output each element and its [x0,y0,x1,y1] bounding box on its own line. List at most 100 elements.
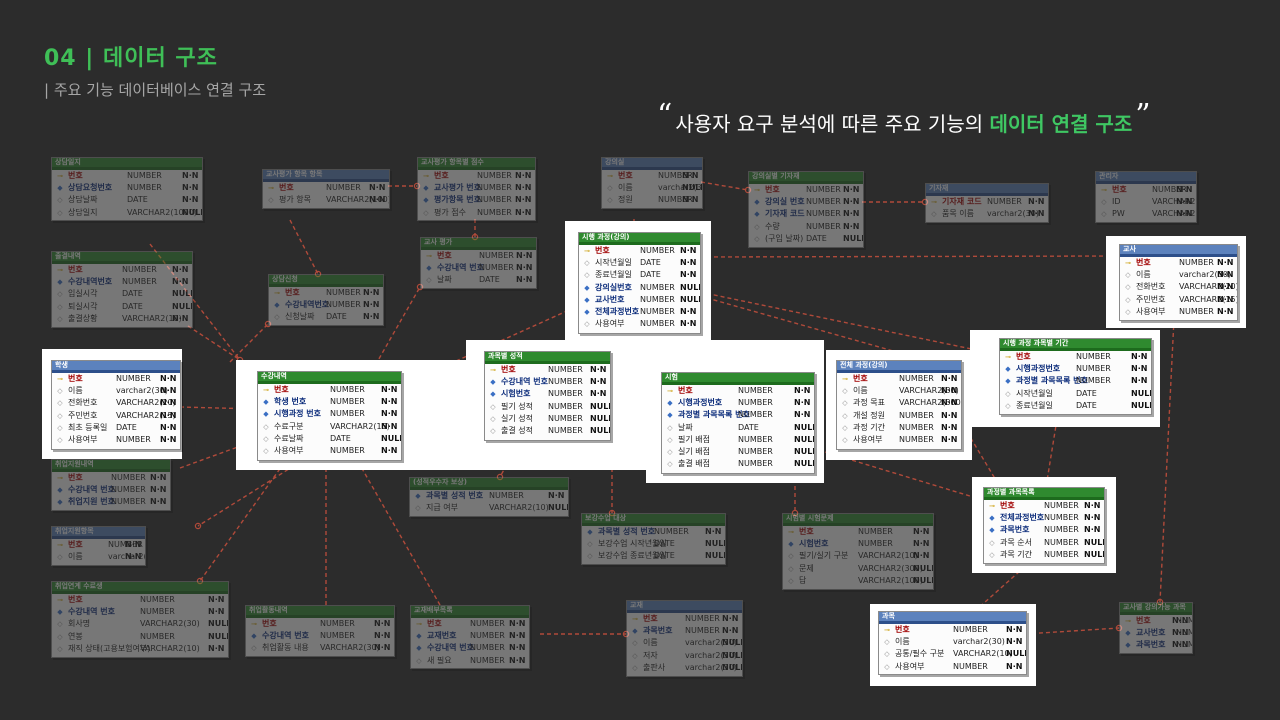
column-name: 출판사 [643,662,666,672]
table-teacher-subject[interactable]: 교사별 강의가능 과목⊸번호NUMBERN·N◆교사번호NUMBERN·N◆과목… [1119,602,1193,654]
column-type: VARCHAR2(20) [1179,282,1238,292]
column-nullable: N·N [680,246,697,255]
column-nullable: N·N [590,389,607,399]
column-name: 과목번호 [1136,640,1166,650]
column-icon: ◇ [57,423,63,432]
column-nullable: N·N [515,195,532,205]
column-icon: ◇ [57,411,63,420]
column-icon: ◇ [1101,198,1107,207]
column-nullable: NULL [722,650,742,660]
column-type: varchar2(30) [685,662,737,672]
relation-line [199,462,285,582]
column-nullable: N·N [1084,525,1101,535]
headline-quote: “사용자 요구 분석에 따른 주요 기능의 데이터 연결 구조” [654,98,1154,139]
column-name: 번호 [678,386,693,395]
column-nullable: NULL [843,233,863,243]
column-name: 재직 상태(고용보험여부) [68,643,151,653]
column-type: NUMBER [548,413,583,423]
column-nullable: N·N [509,631,526,641]
column-name: 학생 번호 [274,397,307,407]
column-nullable: NULL [182,207,202,217]
column-nullable: N·N [363,288,380,297]
table-admin[interactable]: 관리자⊸번호NUMBERN·N◇IDVARCHAR2(30)N·N◇PWVARC… [1095,171,1197,223]
primary-key-icon: ⊸ [884,626,890,634]
column-type: DATE [330,433,351,443]
primary-key-icon: ⊸ [754,186,760,194]
column-nullable: N·N [160,434,177,444]
relation-endpoint [413,182,421,190]
column-type: VARCHAR2(15) [116,410,176,420]
column-nullable: N·N [1217,270,1234,280]
relation-line [289,219,319,275]
table-title: 강의실별 기자재 [749,172,863,184]
column-name: 주민번호 [1136,294,1166,304]
column-nullable: N·N [843,209,860,219]
table-column-row: ◇보강수업 시작년월일DATENULL [582,538,725,550]
table-column-row: ◇날짜DATENULL [662,422,814,434]
column-type: NUMBER [1044,549,1079,559]
column-icon: ◇ [490,402,496,411]
column-name: 번호 [595,246,610,255]
foreign-key-icon: ◆ [1125,629,1131,638]
relation-endpoint [622,630,630,638]
column-type: NUMBER [320,631,355,641]
column-nullable: NULL [590,425,610,435]
column-type: VARCHAR2(10) [140,643,200,653]
table-title: 과목 [879,612,1026,624]
column-nullable: N·N [1006,661,1023,671]
column-nullable: N·N [1217,294,1234,304]
column-type: VARCHAR2(15) [1179,294,1238,304]
column-name: 교사번호 [595,294,625,304]
table-gangeuisil[interactable]: 강의실⊸번호NUMBERN·N◇이름varchar2(30)NULL◇정원NUM… [601,157,703,209]
column-name: 과목번호 [1000,525,1030,535]
column-name: 교사평가 번호 [434,183,481,193]
column-name: 최초 등록일 [68,422,108,432]
column-name: 출결 성적 [501,425,533,435]
foreign-key-icon: ◆ [57,608,63,617]
column-name: 날짜 [437,275,452,285]
column-icon: ◇ [415,504,421,513]
column-name: 이름 [853,386,868,396]
column-type: NUMBER [899,410,934,420]
column-icon: ◇ [788,564,794,573]
relation-line [700,181,749,191]
column-type: VARCHAR2(1000) [127,207,197,217]
relation-line [974,561,1031,612]
